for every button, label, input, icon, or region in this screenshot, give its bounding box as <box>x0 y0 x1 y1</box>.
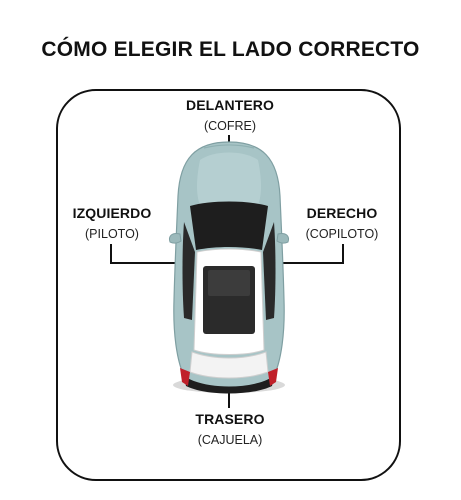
front-label-sub: (COFRE) <box>203 119 257 133</box>
right-label-main: DERECHO <box>306 205 378 221</box>
rear-label-main: TRASERO <box>195 411 265 427</box>
left-label-sub: (PILOTO) <box>85 227 139 241</box>
rear-bumper <box>184 376 274 394</box>
rear-label-sub: (CAJUELA) <box>197 433 263 447</box>
front-label: DELANTERO (COFRE) <box>180 97 280 133</box>
right-label-sub: (COPILOTO) <box>305 227 379 241</box>
left-label-main: IZQUIERDO <box>72 205 152 221</box>
right-window <box>263 222 276 320</box>
page-title: CÓMO ELEGIR EL LADO CORRECTO <box>41 38 420 61</box>
right-tail-light <box>268 368 278 386</box>
left-connector <box>110 244 194 264</box>
right-label: DERECHO (COPILOTO) <box>302 205 382 241</box>
left-mirror <box>169 233 182 244</box>
left-label: IZQUIERDO (PILOTO) <box>72 205 152 241</box>
windshield <box>190 201 268 250</box>
left-tail-light <box>180 368 190 386</box>
car-top-view <box>169 141 289 394</box>
right-mirror <box>276 233 289 244</box>
right-connector <box>262 244 344 264</box>
front-label-main: DELANTERO <box>185 97 274 113</box>
rear-label: TRASERO (CAJUELA) <box>180 411 280 447</box>
diagram-frame <box>56 89 401 481</box>
left-window <box>182 222 195 320</box>
